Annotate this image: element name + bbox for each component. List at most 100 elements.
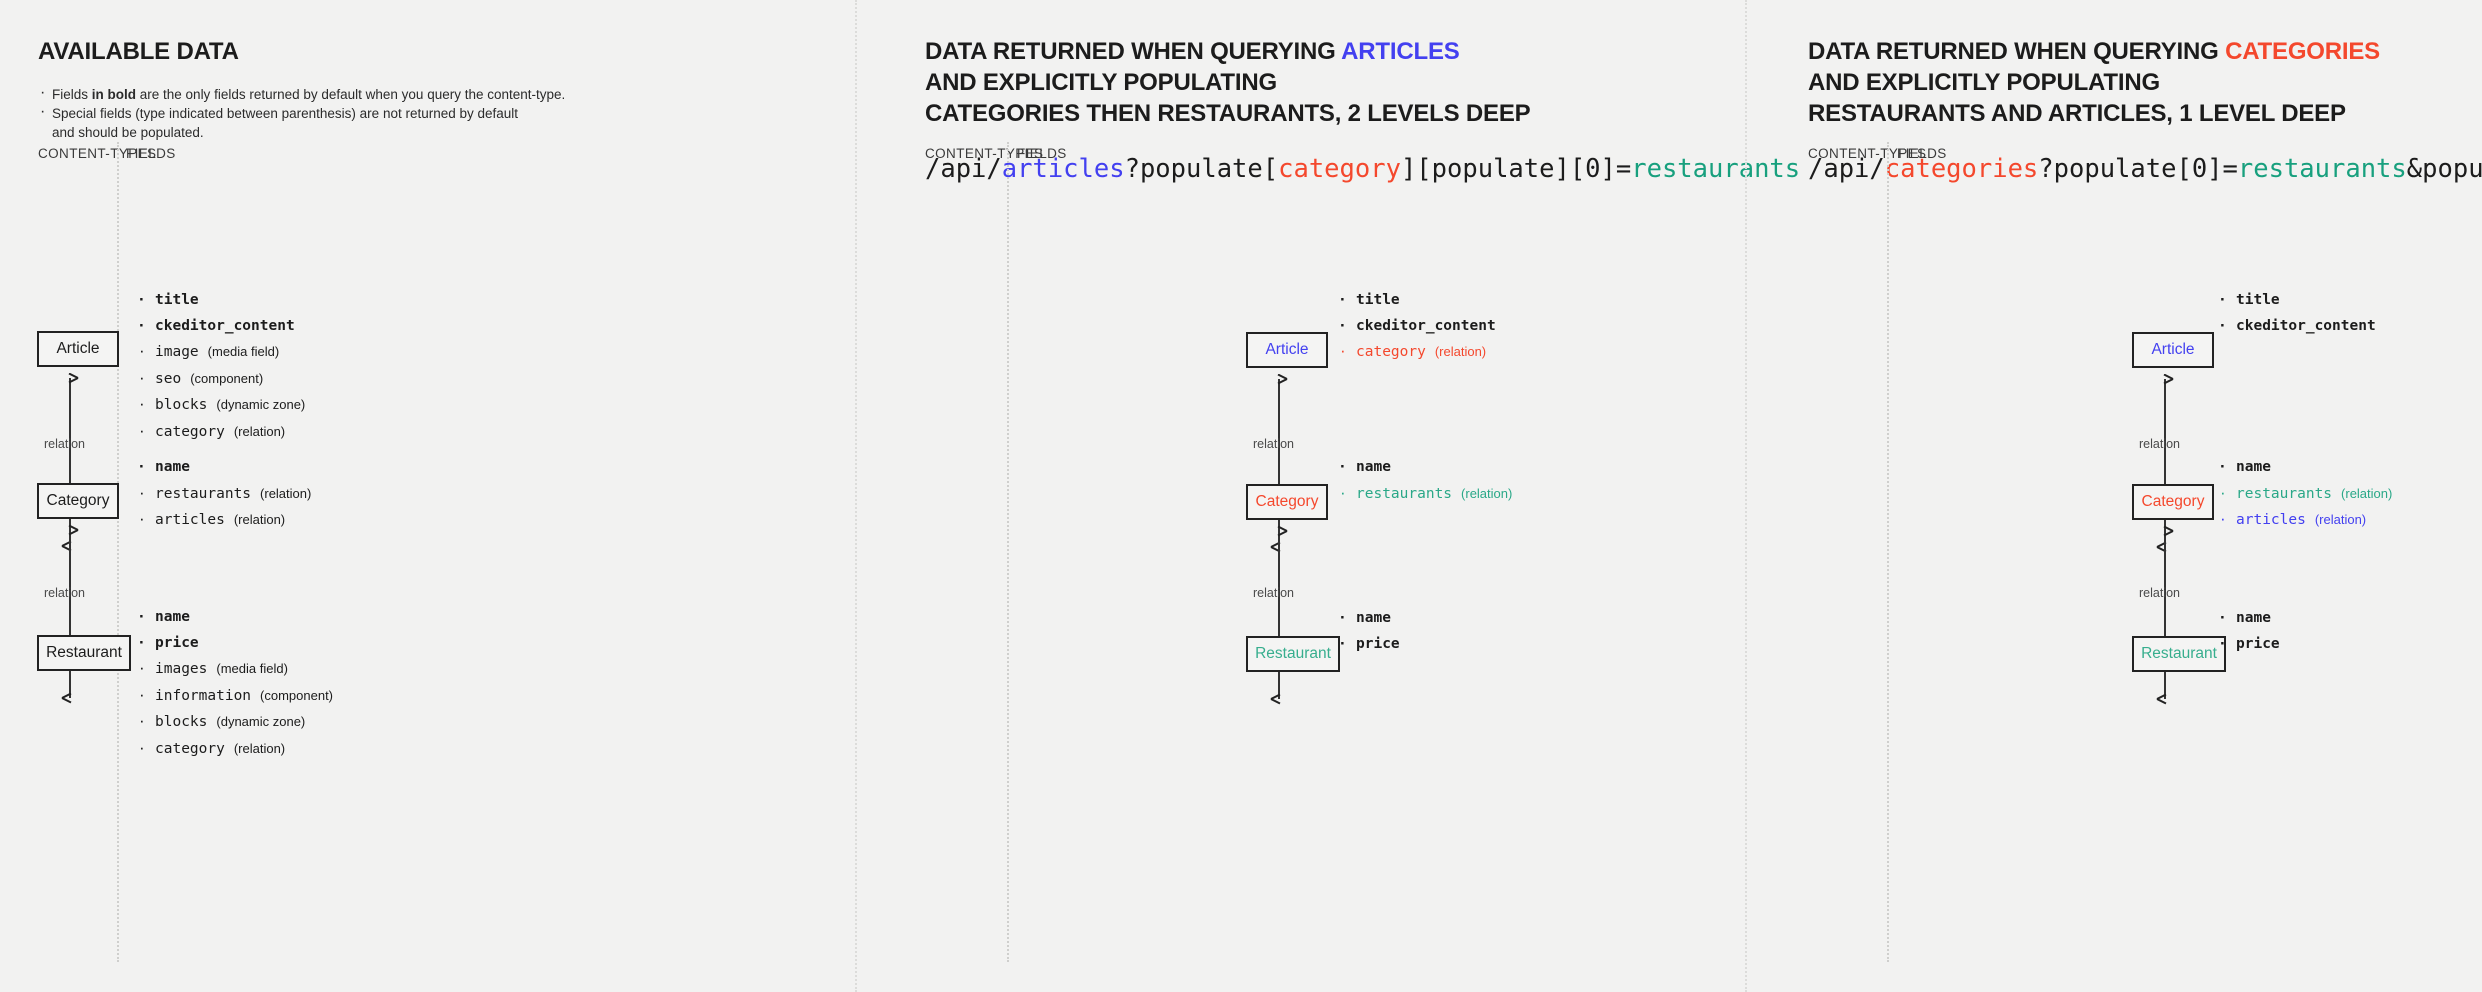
node-category: Category	[2132, 484, 2214, 520]
title-text: DATA RETURNED WHEN QUERYING	[1808, 38, 2226, 65]
field-row: articles(relation)	[137, 506, 311, 534]
field-group-restaurant: name price	[2218, 605, 2280, 657]
field-type: (media field)	[207, 344, 280, 359]
field-row: name	[2218, 605, 2280, 632]
node-label: Article	[56, 340, 100, 358]
field-type: (relation)	[2341, 485, 2393, 501]
node-label: Category	[46, 492, 110, 510]
relation-label: relation	[2139, 437, 2180, 451]
field-type: (relation)	[233, 740, 286, 756]
node-restaurant: Restaurant	[1246, 636, 1340, 672]
node-label: Category	[1255, 493, 1319, 511]
node-label: Category	[2141, 493, 2205, 511]
node-article: Article	[1246, 332, 1328, 368]
node-restaurant: Restaurant	[2132, 636, 2226, 672]
field-type: (relation)	[260, 485, 312, 501]
field-group-restaurant: name price	[1338, 605, 1400, 658]
node-label: Restaurant	[46, 644, 122, 662]
field-name: blocks	[155, 397, 208, 413]
api-url-categories: /api/categories?populate[0]=restaurants&…	[1808, 152, 2482, 186]
field-row: title	[137, 287, 305, 314]
col-header-content-types: CONTENT-TYPES	[1808, 146, 1927, 161]
node-label: Restaurant	[1255, 645, 1331, 663]
field-name: price	[1356, 635, 1400, 652]
field-row: category(relation)	[137, 418, 305, 446]
field-row: ckeditor_content	[2218, 313, 2376, 340]
field-row: name	[1338, 454, 1512, 481]
field-type: (component)	[260, 687, 334, 703]
panel-title-line-2: AND EXPLICITLY POPULATING	[1808, 69, 2160, 96]
field-name: ckeditor_content	[155, 317, 295, 334]
field-name: seo	[155, 370, 182, 387]
field-row: name	[1338, 605, 1400, 632]
field-group-article: title ckeditor_content category (relation…	[1338, 287, 1496, 366]
legend-note-bold: in bold	[91, 87, 137, 102]
field-row: ckeditor_content	[137, 313, 305, 340]
field-name: ckeditor_content	[2236, 317, 2376, 334]
node-label: Article	[2151, 341, 2195, 359]
field-group-article: title ckeditor_content	[2218, 287, 2376, 340]
field-type: (relation)	[1461, 485, 1513, 501]
field-row: category (relation)	[137, 735, 333, 763]
panel-query-categories: DATA RETURNED WHEN QUERYING CATEGORIES A…	[1745, 0, 2482, 992]
field-row: name	[2218, 454, 2392, 481]
title-accent: ARTICLES	[1341, 38, 1460, 65]
field-name: category	[155, 423, 225, 440]
panel-divider	[1745, 0, 1748, 992]
column-divider	[1007, 142, 1010, 962]
field-type: (dynamic zone)	[216, 397, 306, 412]
field-type: (relation)	[233, 512, 286, 527]
url-token: /api/	[1808, 154, 1885, 184]
field-row: restaurants (relation)	[1338, 480, 1513, 508]
field-type: (relation)	[1434, 344, 1487, 359]
url-token: &populate[1]=	[2406, 154, 2482, 184]
field-row: ckeditor_content	[1338, 313, 1496, 340]
panel-available-data: AVAILABLE DATA Fields in bold are the on…	[0, 0, 855, 992]
url-token: ?populate[0]=	[2038, 154, 2238, 184]
node-article: Article	[2132, 332, 2214, 368]
node-article: Article	[37, 331, 119, 367]
field-name: name	[155, 459, 190, 475]
field-name: restaurants	[1356, 485, 1453, 502]
panel-title-line-2: AND EXPLICITLY POPULATING	[925, 69, 1277, 96]
url-token-articles: articles	[1001, 154, 1125, 184]
url-token-restaurants: restaurants	[1631, 154, 1801, 184]
field-row: images(media field)	[137, 655, 333, 683]
field-type: (media field)	[216, 661, 288, 676]
col-header-content-types: CONTENT-TYPES	[38, 146, 157, 161]
url-token-categories: categories	[1884, 154, 2039, 184]
field-name: ckeditor_content	[1356, 317, 1496, 334]
field-group-category: name restaurants(relation) articles(rela…	[2218, 454, 2393, 534]
field-name: category	[155, 740, 225, 757]
field-row: title	[1338, 287, 1496, 314]
field-row: price	[1338, 631, 1400, 658]
field-name: title	[1356, 292, 1400, 308]
url-token: /api/	[925, 154, 1002, 184]
node-category: Category	[1246, 484, 1328, 520]
field-row: articles(relation)	[2218, 506, 2392, 534]
field-row: blocks (dynamic zone)	[137, 391, 306, 419]
field-name: name	[1356, 459, 1391, 475]
relation-label: relation	[1253, 437, 1294, 451]
field-name: name	[2236, 459, 2271, 475]
url-token-category: category	[1278, 154, 1401, 184]
field-type: (dynamic zone)	[216, 714, 306, 729]
field-row: restaurants(relation)	[137, 480, 312, 508]
field-row: restaurants(relation)	[2218, 480, 2393, 508]
field-type: (component)	[190, 370, 264, 386]
legend-note: Special fields (type indicated between p…	[38, 102, 855, 142]
field-name: category	[1356, 344, 1426, 360]
field-row: information (component)	[137, 682, 334, 710]
field-row: seo (component)	[137, 365, 305, 393]
field-name: information	[155, 687, 252, 704]
relation-label: relation	[2139, 586, 2180, 600]
field-name: name	[155, 609, 190, 625]
field-group-category: name restaurants (relation)	[1338, 454, 1513, 508]
legend-note: Fields in bold are the only fields retur…	[38, 83, 855, 104]
relation-label: relation	[44, 437, 85, 451]
field-group-article: title ckeditor_content image(media field…	[137, 287, 306, 446]
field-name: name	[2236, 610, 2271, 626]
column-divider	[1887, 142, 1890, 962]
field-row: name	[137, 454, 311, 481]
